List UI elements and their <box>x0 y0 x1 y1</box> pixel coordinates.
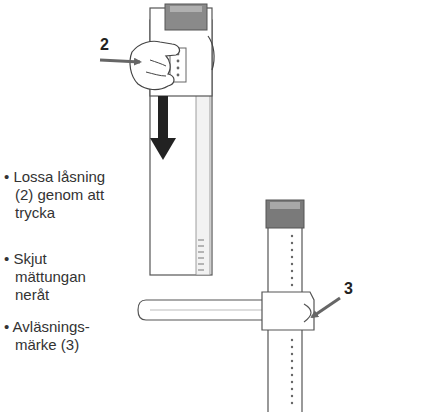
instruction-text: • Lossa låsning (2) genom att trycka <box>4 168 127 222</box>
callout-number: 2 <box>100 36 109 54</box>
instruction-text: • Skjut mättungan neråt <box>4 250 111 304</box>
instruction-text: • Avläsnings- märke (3) <box>4 318 119 354</box>
callout-number: 3 <box>344 280 353 298</box>
